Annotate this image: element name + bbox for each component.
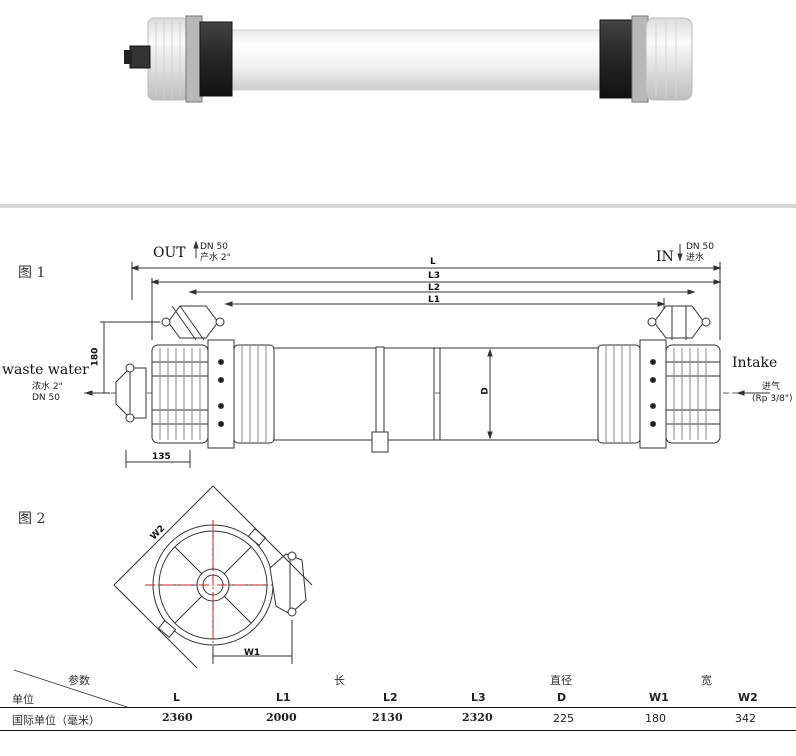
dim-L2-label: L2: [428, 283, 440, 293]
end-view-drawing: [113, 485, 313, 668]
in-spec-1: DN 50: [686, 242, 714, 252]
in-port: [647, 305, 711, 340]
dim-L1-label: L1: [428, 295, 440, 305]
left-coupling: [233, 344, 275, 444]
waste-port: [115, 363, 147, 423]
col-header: W2: [738, 691, 758, 704]
dim-L-label: L: [430, 257, 436, 267]
dim-135-label: 135: [152, 452, 171, 462]
col-header: L3: [471, 691, 486, 704]
intake-label: Intake: [732, 355, 778, 371]
row-label: 国际单位（毫米）: [12, 714, 100, 727]
col-header: L2: [383, 691, 398, 704]
in-label: IN: [656, 249, 674, 265]
technical-drawing: [84, 240, 770, 668]
cell-value: 2000: [266, 711, 297, 724]
out-port: [161, 305, 225, 341]
col-header: L: [173, 691, 181, 704]
table-header-row-columns: 单位 L L1 L2 L3 D W1 W2: [0, 689, 796, 707]
table-header-diagonal: [13, 669, 131, 708]
product-photo: [124, 15, 693, 103]
intake-spec-2: (Rp 3/8"): [752, 394, 793, 404]
cell-value: 2130: [372, 711, 403, 724]
figure-1-label: 图 1: [18, 265, 46, 281]
out-spec-2: 产水 2": [200, 253, 231, 263]
group-width: 宽: [701, 674, 712, 687]
cell-value: 2360: [162, 711, 193, 724]
figure-2-label: 图 2: [18, 511, 46, 527]
dimension-L2-line: [188, 289, 696, 295]
dimension-D-line: [487, 348, 493, 440]
cell-value: 2320: [462, 711, 493, 724]
right-coupling: [597, 344, 641, 444]
intake-spec-1: 进气: [762, 382, 781, 392]
cell-value: 342: [735, 712, 756, 725]
section-divider: [0, 204, 796, 208]
table-data-row: 国际单位（毫米） 2360 2000 2130 2320 225 180 342: [0, 707, 796, 731]
group-length: 长: [334, 674, 345, 687]
col-header: L1: [276, 691, 291, 704]
right-clamp: [639, 339, 667, 449]
tube-body: [273, 346, 599, 453]
waste-spec-2: DN 50: [32, 393, 60, 403]
left-end-cap: [151, 344, 209, 444]
col-header: D: [557, 691, 567, 704]
dimension-L1-line: [224, 298, 666, 320]
param-label: 参数: [68, 674, 90, 687]
spec-table: 参数 长 直径 宽 单位 L L1 L2 L3 D W1 W2 国际单位（毫米）…: [0, 668, 796, 756]
waste-water-label: waste water: [2, 362, 89, 378]
left-clamp: [207, 339, 235, 449]
right-end-cap: [665, 344, 721, 444]
cell-value: 180: [645, 712, 666, 725]
dimension-L3-line: [150, 278, 722, 340]
col-header: W1: [649, 691, 669, 704]
out-spec-1: DN 50: [200, 242, 228, 252]
dim-L3-label: L3: [428, 271, 440, 281]
cell-value: 225: [553, 712, 574, 725]
table-header-row-groups: 参数 长 直径 宽: [0, 668, 796, 688]
dim-180-label: 180: [90, 347, 101, 367]
unit-label: 单位: [12, 693, 34, 706]
out-label: OUT: [153, 245, 186, 261]
membrane-module-photo: [124, 15, 693, 103]
in-spec-2: 进水: [686, 253, 705, 263]
waste-spec-1: 浓水 2": [32, 382, 63, 392]
dim-D-label: D: [480, 387, 491, 395]
dim-W1-label: W1: [244, 648, 261, 658]
dimension-L-line: [130, 262, 722, 340]
group-diameter: 直径: [550, 674, 572, 687]
